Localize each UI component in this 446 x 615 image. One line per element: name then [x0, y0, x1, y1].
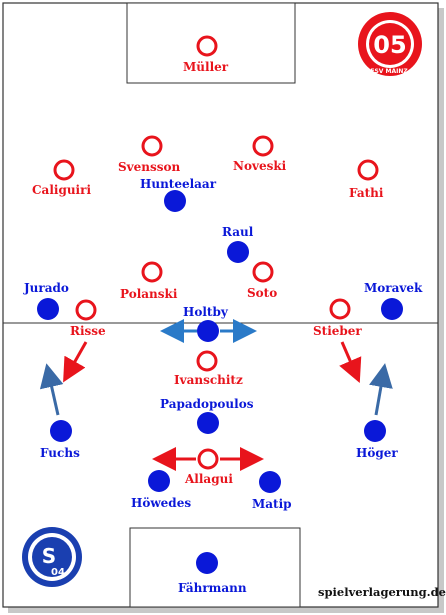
- player-name-soto: Soto: [247, 286, 278, 300]
- player-marker-hunteelaar: [164, 190, 186, 212]
- player-marker-fahrmann: [196, 552, 218, 574]
- player-name-caliguiri: Caliguiri: [32, 183, 91, 197]
- player-name-fuchs: Fuchs: [40, 446, 80, 460]
- svg-text:1. FSV MAINZ 05: 1. FSV MAINZ 05: [362, 68, 418, 75]
- watermark-text: spielverlagerung.de: [318, 585, 446, 599]
- player-marker-matip: [259, 471, 281, 493]
- player-marker-soto: [252, 261, 274, 283]
- player-marker-muller: [196, 35, 218, 57]
- player-marker-stieber: [329, 298, 351, 320]
- player-marker-hoger: [364, 420, 386, 442]
- player-name-holtby: Holtby: [183, 305, 228, 319]
- player-name-moravek: Moravek: [364, 281, 423, 295]
- player-name-matip: Matip: [252, 497, 292, 511]
- player-marker-fathi: [357, 159, 379, 181]
- player-marker-caliguiri: [53, 159, 75, 181]
- player-marker-holtby: [197, 320, 219, 342]
- player-name-muller: Müller: [183, 60, 229, 74]
- player-name-fathi: Fathi: [349, 186, 384, 200]
- player-marker-ivanschitz: [196, 350, 218, 372]
- player-marker-allagui: [197, 448, 219, 470]
- mainz-05-crest-icon: 05 1. FSV MAINZ 05: [358, 12, 422, 76]
- player-marker-raul: [227, 241, 249, 263]
- player-name-ivanschitz: Ivanschitz: [174, 373, 243, 387]
- player-name-hoger: Höger: [356, 446, 398, 460]
- svg-text:04: 04: [51, 567, 65, 578]
- player-name-fahrmann: Fährmann: [178, 581, 247, 595]
- player-marker-polanski: [141, 261, 163, 283]
- player-marker-risse: [75, 299, 97, 321]
- player-name-stieber: Stieber: [313, 324, 362, 338]
- player-name-svensson: Svensson: [118, 160, 181, 174]
- player-marker-noveski: [252, 135, 274, 157]
- pitch-outline: [2, 2, 439, 608]
- player-name-howedes: Höwedes: [131, 496, 192, 510]
- schalke-04-crest-icon: S 04: [22, 527, 82, 587]
- player-name-risse: Risse: [70, 324, 106, 338]
- risse-arrow: [63, 341, 88, 383]
- player-marker-fuchs: [50, 420, 72, 442]
- player-name-hunteelaar: Hunteelaar: [140, 177, 217, 191]
- player-marker-moravek: [381, 298, 403, 320]
- hoger-arrow: [369, 363, 393, 416]
- player-marker-howedes: [148, 470, 170, 492]
- player-name-allagui: Allagui: [185, 472, 233, 486]
- player-name-papadopoulos: Papadopoulos: [160, 397, 254, 411]
- fuchs-arrow: [39, 363, 64, 416]
- stieber-arrow: [339, 341, 362, 384]
- player-marker-jurado: [37, 298, 59, 320]
- player-name-raul: Raul: [222, 225, 254, 239]
- player-marker-papadopoulos: [197, 412, 219, 434]
- player-name-jurado: Jurado: [24, 281, 69, 295]
- player-name-noveski: Noveski: [233, 159, 287, 173]
- svg-text:05: 05: [373, 31, 406, 59]
- player-name-polanski: Polanski: [120, 287, 178, 301]
- svg-text:S: S: [42, 544, 56, 568]
- player-marker-svensson: [141, 135, 163, 157]
